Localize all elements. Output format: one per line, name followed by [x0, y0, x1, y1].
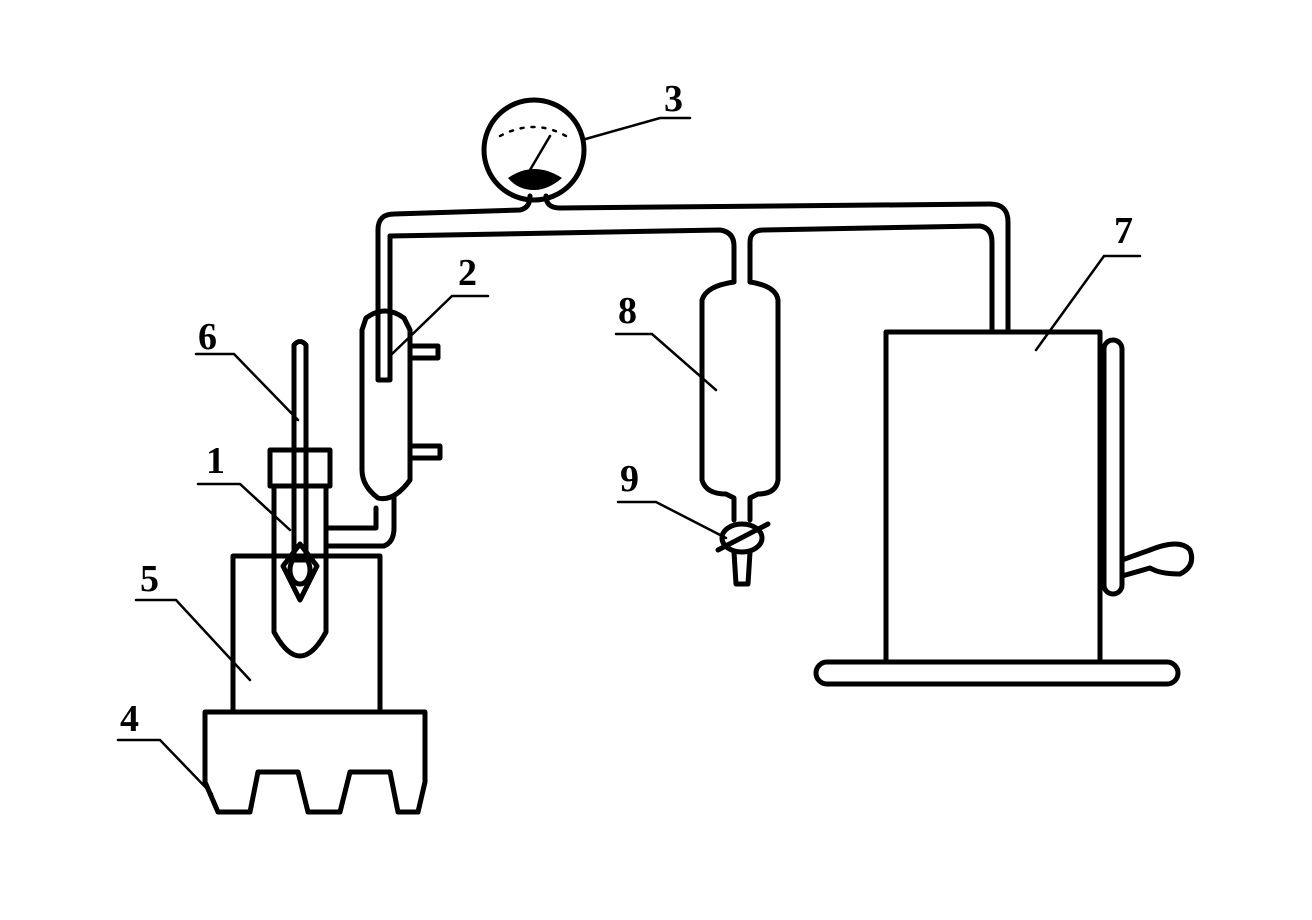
- manometer-scale: [498, 125, 568, 138]
- label-6: 6: [198, 316, 217, 358]
- leader-7: [1034, 254, 1142, 352]
- label-1: 1: [206, 440, 225, 482]
- label-9: 9: [620, 458, 639, 500]
- vacuum-pump-7: [883, 329, 1103, 665]
- stopcock-handle: [715, 521, 771, 553]
- stand-4: [202, 709, 428, 815]
- label-3: 3: [664, 78, 683, 120]
- label-4: 4: [120, 698, 139, 740]
- manometer-3: [481, 97, 587, 203]
- label-7: 7: [1114, 210, 1133, 252]
- leader-4: [116, 738, 214, 796]
- thermometer-6: [291, 339, 309, 563]
- receiver-8: [699, 279, 781, 523]
- label-8: 8: [618, 290, 637, 332]
- manometer-needle: [528, 134, 552, 172]
- flask-outlet-tube: [323, 495, 397, 549]
- leader-1: [196, 482, 292, 532]
- manometer-dark-base: [508, 169, 562, 190]
- leader-8: [614, 332, 718, 392]
- pump-crank-handle: [1119, 541, 1195, 579]
- leader-2: [390, 294, 490, 356]
- leader-6: [194, 352, 300, 422]
- stopcock-9: [719, 521, 765, 555]
- label-2: 2: [458, 252, 477, 294]
- leader-5: [134, 598, 252, 682]
- leader-3: [580, 116, 692, 142]
- vacuum-line-branch: [747, 223, 995, 335]
- vacuum-line-top: [543, 193, 1011, 335]
- vacuum-line-outer: [375, 193, 533, 233]
- condenser-inner-tube: [375, 227, 393, 383]
- label-5: 5: [140, 558, 159, 600]
- thermometer-bulb: [280, 541, 320, 603]
- pump-base: [813, 659, 1181, 687]
- stopcock-outlet: [731, 549, 753, 587]
- condenser-upper-port: [407, 343, 441, 361]
- condenser-lower-port: [407, 443, 443, 461]
- pump-side-bar: [1101, 337, 1125, 597]
- flask-1: [267, 447, 333, 659]
- thermometer-bulb-tip: [287, 553, 313, 587]
- leader-9: [616, 500, 728, 540]
- vacuum-line-inner: [387, 227, 737, 285]
- condenser-2: [359, 308, 413, 502]
